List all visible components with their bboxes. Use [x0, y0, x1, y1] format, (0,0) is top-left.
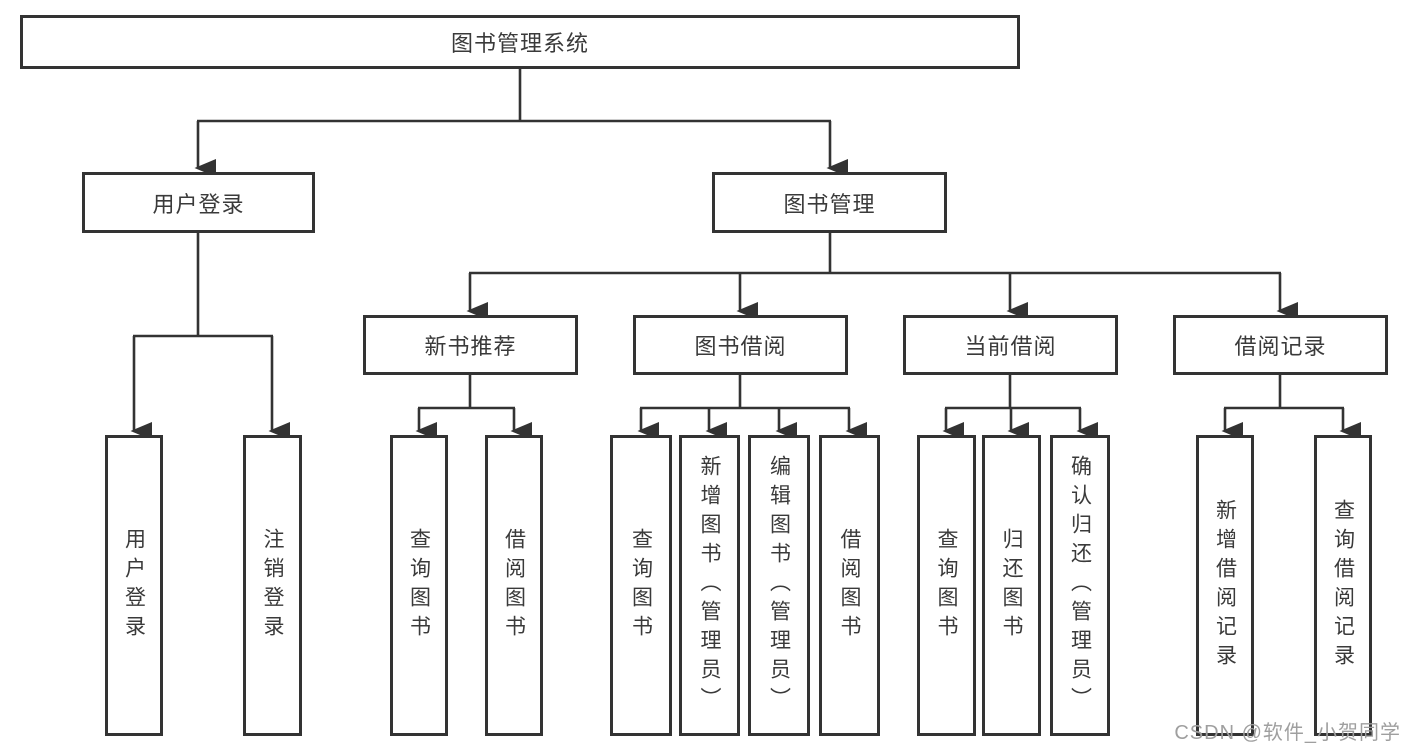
node-label: 新增借阅记录 — [1213, 498, 1237, 673]
node-label: 查询图书 — [407, 527, 431, 644]
leaf-confirm-return-admin: 确认归还（管理员） — [1050, 435, 1110, 736]
node-label: 注销登录 — [261, 527, 284, 644]
node-label: 借阅图书 — [838, 527, 861, 644]
leaf-borrow-books: 借阅图书 — [819, 435, 880, 736]
node-new-book-recommend: 新书推荐 — [363, 315, 578, 375]
node-label: 借阅记录 — [1234, 334, 1327, 359]
leaf-logout: 注销登录 — [243, 435, 302, 736]
node-label: 归还图书 — [1000, 527, 1023, 644]
node-book-management: 图书管理 — [712, 172, 947, 233]
node-book-management-system: 图书管理系统 — [20, 15, 1020, 69]
leaf-add-borrow-record: 新增借阅记录 — [1196, 435, 1254, 736]
leaf-edit-book-admin: 编辑图书（管理员） — [748, 435, 810, 736]
node-label: 确认归还（管理员） — [1068, 455, 1092, 716]
node-label: 当前借阅 — [964, 334, 1057, 359]
node-borrow-records: 借阅记录 — [1173, 315, 1388, 375]
node-label: 图书管理系统 — [450, 31, 589, 56]
node-book-borrow: 图书借阅 — [633, 315, 848, 375]
node-label: 查询借阅记录 — [1331, 498, 1355, 673]
node-label: 借阅图书 — [502, 527, 526, 644]
node-current-borrow: 当前借阅 — [903, 315, 1118, 375]
leaf-query-books-recommend: 查询图书 — [390, 435, 448, 736]
csdn-watermark: CSDN @软件_小贺同学 — [1174, 722, 1401, 744]
node-label: 编辑图书（管理员） — [767, 455, 791, 716]
node-label: 图书管理 — [783, 191, 876, 217]
node-label: 新增图书（管理员） — [698, 455, 721, 716]
leaf-add-book-admin: 新增图书（管理员） — [679, 435, 740, 736]
node-label: 新书推荐 — [424, 334, 517, 359]
leaf-query-borrow-record: 查询借阅记录 — [1314, 435, 1372, 736]
node-label: 用户登录 — [122, 527, 146, 644]
leaf-user-login: 用户登录 — [105, 435, 163, 736]
leaf-return-book: 归还图书 — [982, 435, 1041, 736]
node-label: 图书借阅 — [694, 334, 787, 359]
leaf-borrow-books-recommend: 借阅图书 — [485, 435, 543, 736]
node-label: 查询图书 — [935, 527, 958, 644]
node-user-login: 用户登录 — [82, 172, 315, 233]
node-label: 用户登录 — [152, 191, 245, 217]
leaf-query-books-borrow: 查询图书 — [610, 435, 672, 736]
node-label: 查询图书 — [629, 527, 653, 644]
leaf-query-books-current: 查询图书 — [917, 435, 976, 736]
